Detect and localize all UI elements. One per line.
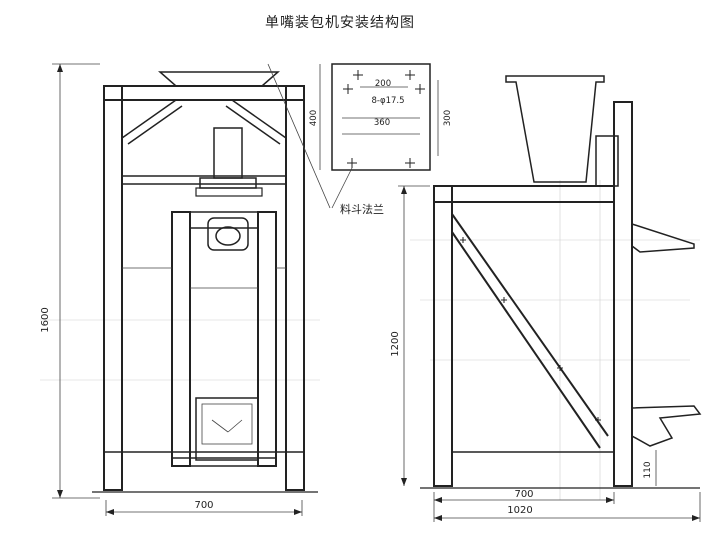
- side-pedal-height-dim: 110: [643, 461, 653, 478]
- drawing-title: 单嘴装包机安装结构图: [265, 15, 415, 31]
- side-spout: [631, 222, 695, 253]
- flange-holes-note: 8-φ17.5: [371, 96, 404, 106]
- front-top-beam: [103, 85, 305, 101]
- side-dimensions: 1200 110 700 1020: [390, 185, 701, 522]
- side-right-post: [613, 101, 633, 487]
- side-top-beam: [433, 185, 615, 203]
- side-overall-width-dim: 1020: [507, 505, 532, 516]
- front-view: [92, 71, 318, 493]
- side-pedal: [631, 405, 702, 447]
- side-height-dim: 1200: [390, 331, 401, 356]
- side-hopper: [505, 75, 605, 183]
- front-height-dim: 1600: [40, 307, 51, 332]
- flange-hole-spacing: 200: [375, 79, 391, 89]
- side-view: [420, 75, 702, 489]
- side-left-post: [433, 185, 453, 487]
- front-width-dim: 700: [194, 500, 213, 511]
- front-hopper: [158, 71, 280, 87]
- flange-outer-height: 400: [309, 110, 319, 126]
- front-right-post: [285, 85, 305, 491]
- flange-outer: [331, 63, 431, 171]
- front-left-post: [103, 85, 123, 491]
- side-frame-width-dim: 700: [514, 489, 533, 500]
- flange-detail: 200 8-φ17.5 360 400 300 料斗法兰: [267, 63, 453, 216]
- front-cross-beam: [121, 175, 287, 185]
- flange-inner-width: 360: [374, 118, 390, 128]
- front-dimensions: 1600 700: [40, 63, 303, 516]
- flange-label: 料斗法兰: [340, 202, 384, 216]
- flange-inner-height: 300: [443, 110, 453, 126]
